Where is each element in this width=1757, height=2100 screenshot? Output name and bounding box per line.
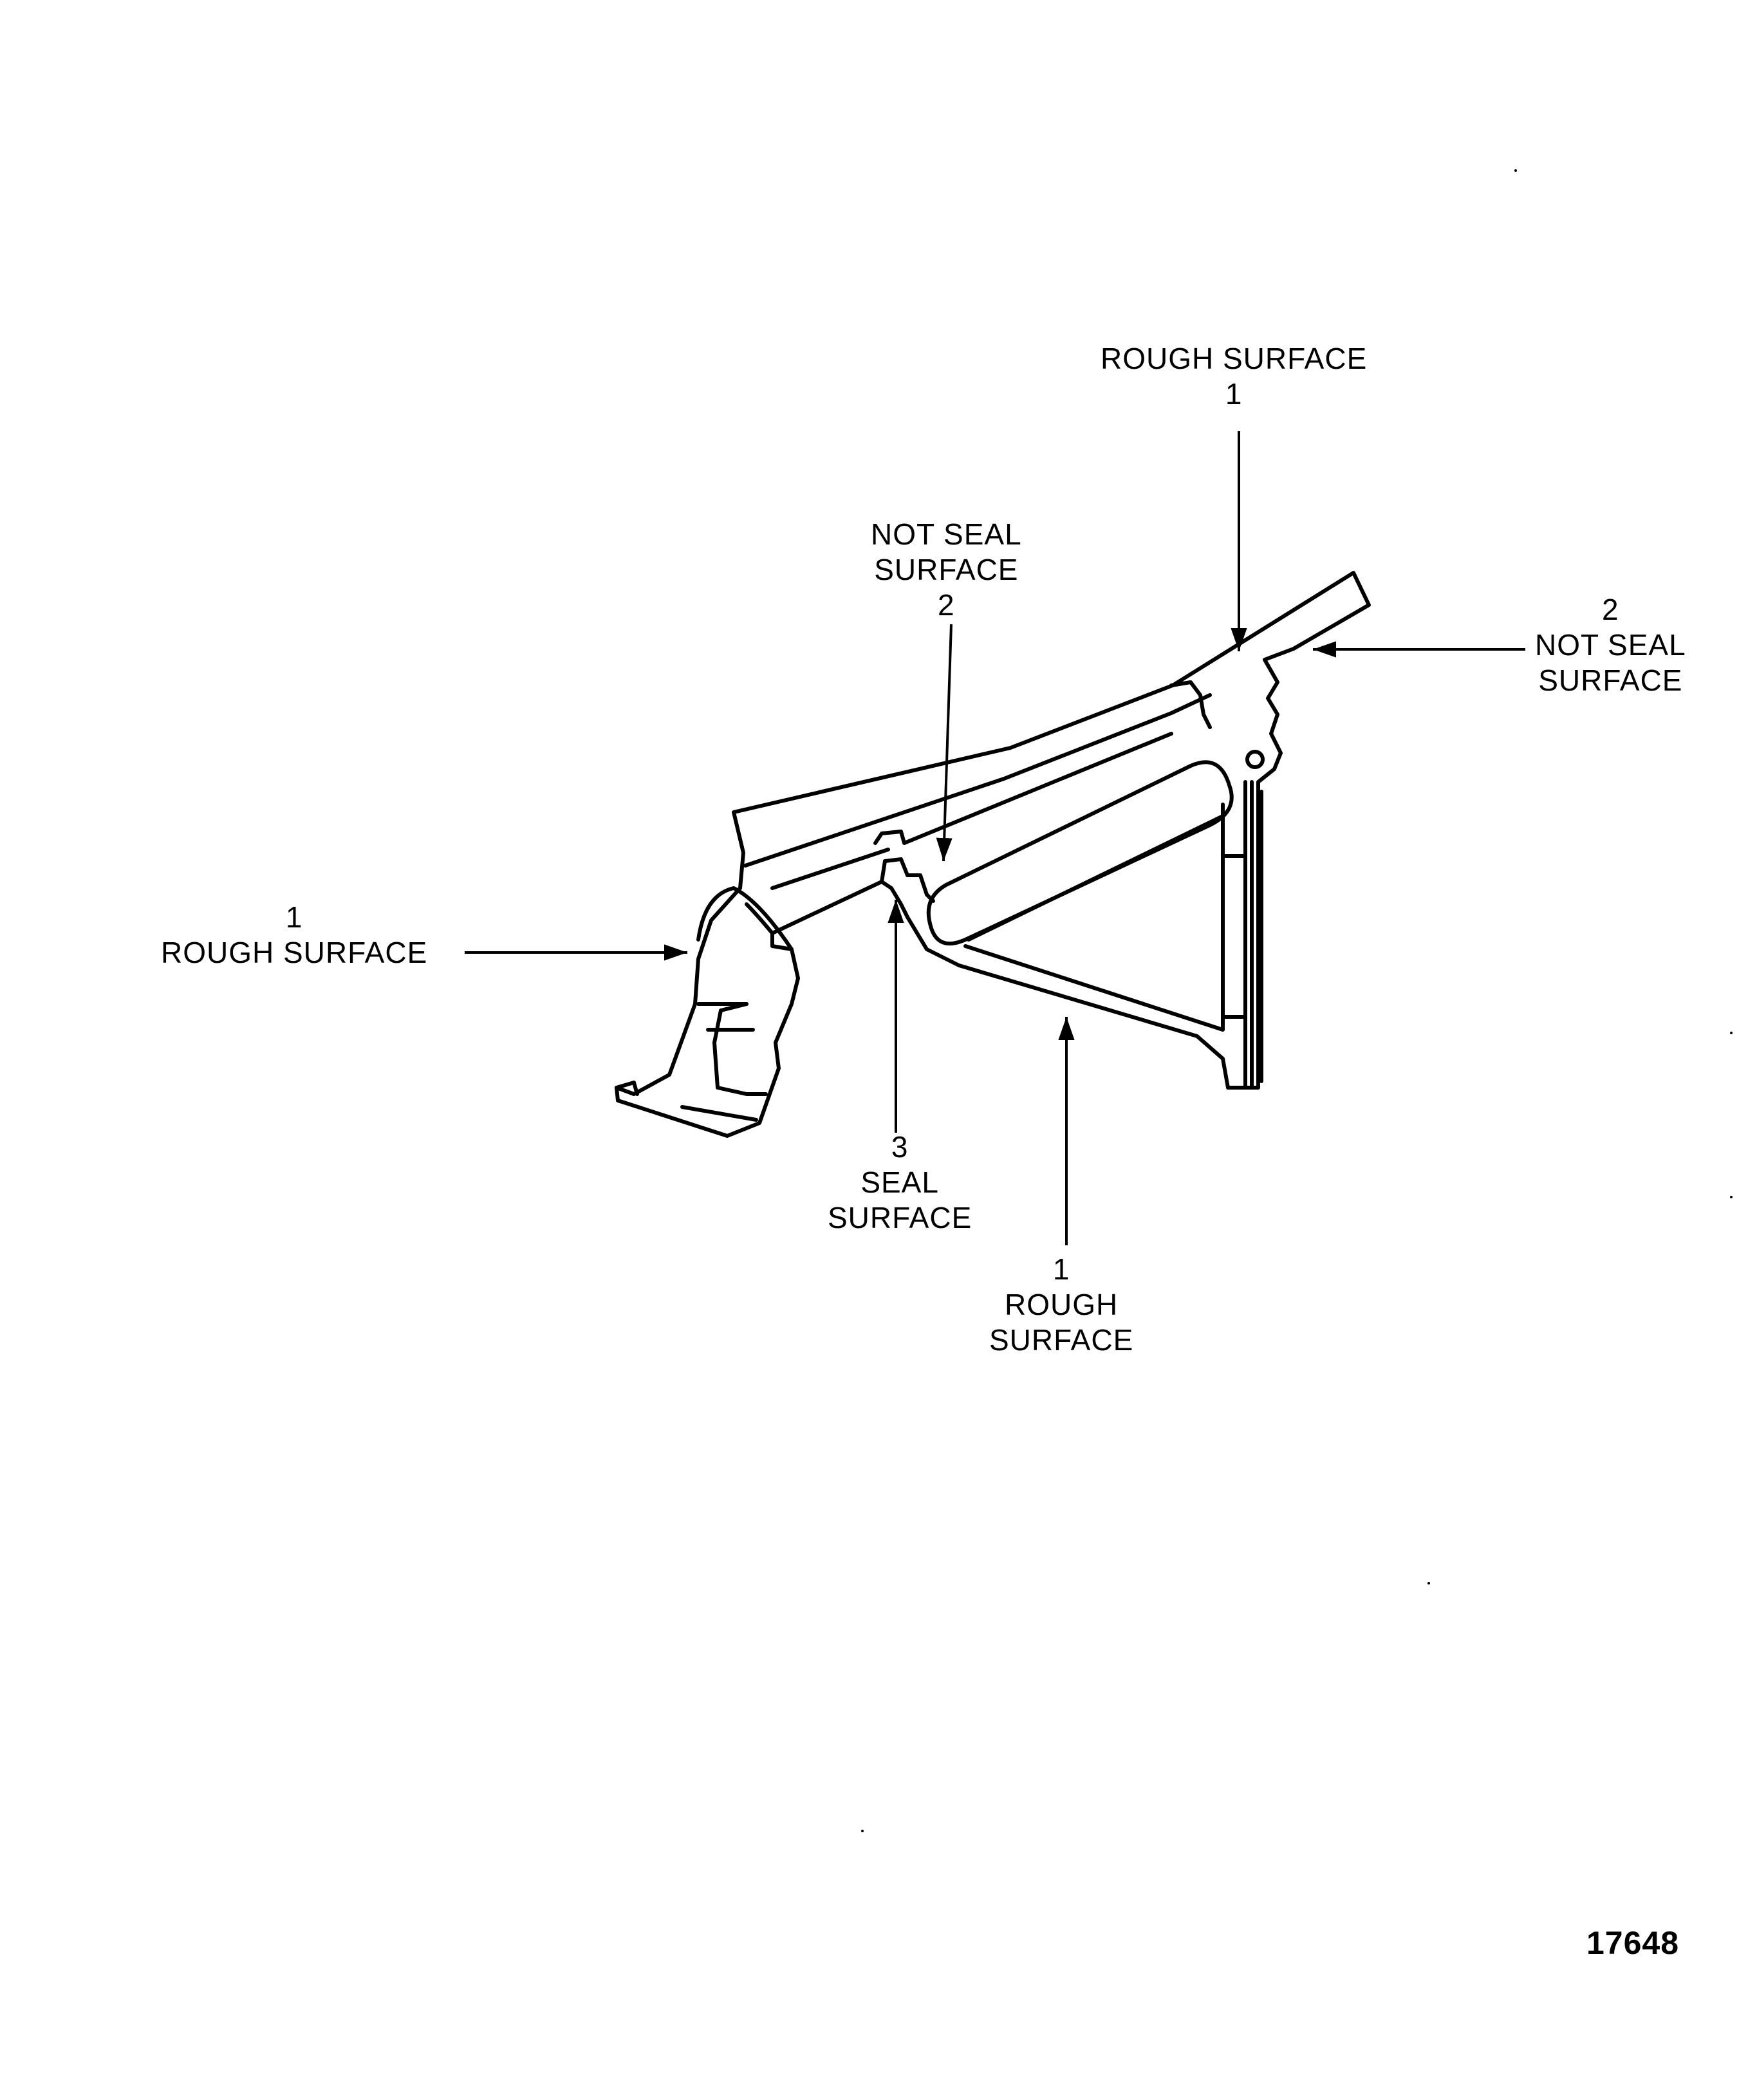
callout-top-rough-number: 1 bbox=[1225, 377, 1243, 411]
callout-arrows bbox=[465, 431, 1525, 1245]
arrow-not-seal-left bbox=[936, 624, 953, 862]
callout-bottom-rough-line1: ROUGH bbox=[1005, 1288, 1119, 1321]
housing-cross-section bbox=[615, 571, 1371, 1138]
callout-left-rough-text: ROUGH SURFACE bbox=[161, 936, 428, 969]
callout-seal-line2: SURFACE bbox=[828, 1201, 972, 1234]
callout-not-seal-left-line2: SURFACE bbox=[874, 553, 1019, 586]
callout-top-rough-surface: ROUGH SURFACE 1 bbox=[1101, 341, 1367, 412]
callout-bottom-rough-surface: 1 ROUGH SURFACE bbox=[989, 1252, 1133, 1358]
callout-seal-number: 3 bbox=[891, 1130, 909, 1164]
callout-not-seal-right-line2: SURFACE bbox=[1538, 664, 1683, 697]
callout-seal-surface: 3 SEAL SURFACE bbox=[828, 1129, 972, 1236]
callout-not-seal-right: 2 NOT SEAL SURFACE bbox=[1535, 592, 1686, 698]
callout-top-rough-text: ROUGH SURFACE bbox=[1101, 342, 1368, 375]
callout-not-seal-right-line1: NOT SEAL bbox=[1535, 628, 1686, 662]
callout-not-seal-left-line1: NOT SEAL bbox=[871, 517, 1022, 551]
callout-bottom-rough-line2: SURFACE bbox=[989, 1323, 1134, 1357]
figure-number: 17648 bbox=[1586, 1925, 1680, 1961]
callout-left-rough-number: 1 bbox=[285, 900, 303, 934]
callout-seal-line1: SEAL bbox=[860, 1166, 939, 1199]
callout-left-rough-surface: 1 ROUGH SURFACE bbox=[161, 900, 427, 971]
callout-not-seal-right-number: 2 bbox=[1602, 593, 1619, 626]
callout-not-seal-left: NOT SEAL SURFACE 2 bbox=[871, 517, 1022, 623]
callout-not-seal-left-number: 2 bbox=[938, 588, 955, 622]
scan-specks bbox=[861, 169, 1733, 1832]
callout-bottom-rough-number: 1 bbox=[1052, 1252, 1070, 1286]
